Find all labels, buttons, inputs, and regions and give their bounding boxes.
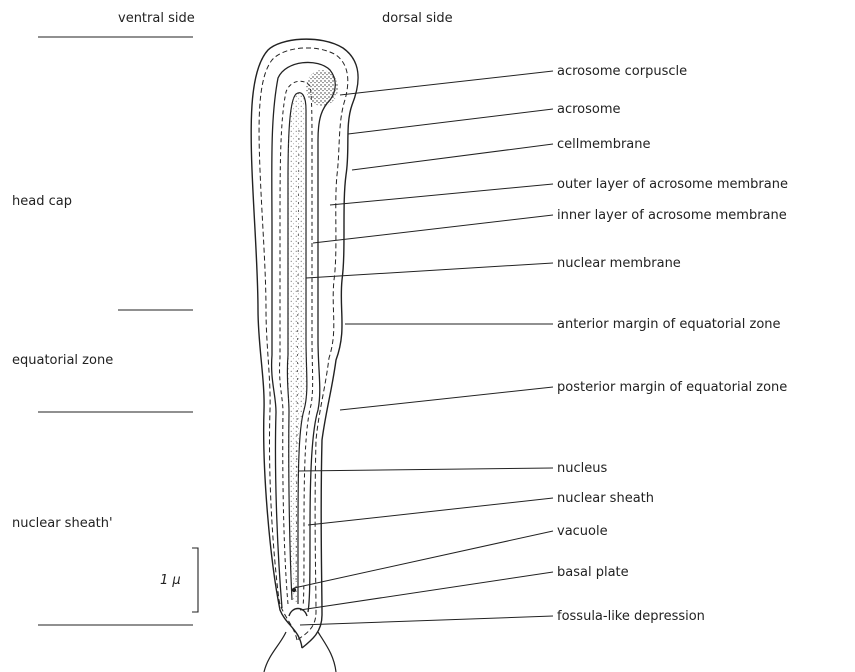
- label-acrosome: acrosome: [557, 102, 621, 117]
- ventral-side-label: ventral side: [118, 11, 195, 26]
- label-vacuole: vacuole: [557, 524, 608, 539]
- label-outer-acrosome-membrane: outer layer of acrosome membrane: [557, 177, 788, 192]
- label-posterior-margin-equatorial: posterior margin of equatorial zone: [557, 380, 787, 395]
- label-nuclear-sheath: nuclear sheath: [557, 491, 654, 506]
- label-cellmembrane: cellmembrane: [557, 137, 651, 152]
- vacuole-shape: [292, 588, 296, 592]
- label-acrosome-corpuscle: acrosome corpuscle: [557, 64, 687, 79]
- label-basal-plate: basal plate: [557, 565, 629, 580]
- scale-bar-label: 1 μ: [160, 573, 181, 588]
- scale-bar: 1 μ: [160, 548, 198, 612]
- zone-label-nuclear-sheath: nuclear sheath': [12, 516, 113, 531]
- dorsal-side-label: dorsal side: [382, 11, 453, 26]
- label-fossula-like-depression: fossula-like depression: [557, 609, 705, 624]
- zone-label-equatorial: equatorial zone: [12, 353, 113, 368]
- label-nucleus: nucleus: [557, 461, 607, 476]
- leader-lines: [294, 71, 553, 625]
- label-inner-acrosome-membrane: inner layer of acrosome membrane: [557, 208, 787, 223]
- nucleus-shape: [287, 93, 307, 604]
- label-anterior-margin-equatorial: anterior margin of equatorial zone: [557, 317, 781, 332]
- zone-label-head-cap: head cap: [12, 194, 72, 209]
- acrosome-corpuscle-shape: [306, 70, 338, 106]
- label-nuclear-membrane: nuclear membrane: [557, 256, 681, 271]
